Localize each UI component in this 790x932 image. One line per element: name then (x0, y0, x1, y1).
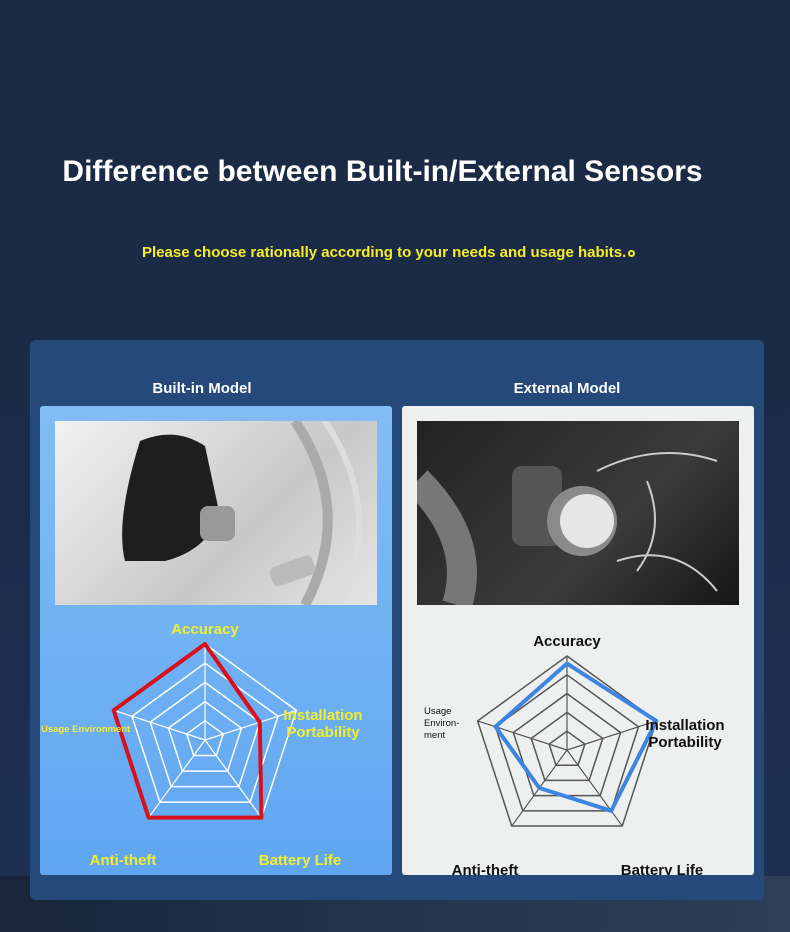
radar-axis-label: Battery Life (621, 862, 704, 875)
radar-axis-label: Anti-theft (90, 852, 157, 869)
external-sensor-photo (417, 421, 739, 605)
radar-axis-line (477, 720, 568, 751)
radar-axis-line (204, 739, 262, 819)
builtin-sensor-image (122, 421, 363, 605)
radar-series-external-model (493, 661, 659, 813)
radar-grid-ring (530, 711, 604, 782)
radar-axis-line (566, 749, 623, 827)
radar-axis-label: Battery Life (259, 852, 342, 869)
radar-grid-ring (149, 681, 261, 788)
page-subtitle: Please choose rationally according to yo… (142, 244, 636, 261)
radar-axis-label: Accuracy (171, 621, 239, 638)
subtitle-text: Please choose rationally according to yo… (142, 244, 627, 261)
radar-axis-line (148, 739, 206, 819)
radar-grid-ring (131, 662, 279, 803)
radar-axis-line (204, 709, 297, 741)
radar-axis-line (113, 709, 206, 741)
radar-grid-ring (167, 700, 243, 772)
builtin-sensor-photo (55, 421, 377, 605)
external-heading: External Model (513, 380, 621, 397)
radar-grid-ring (185, 719, 225, 757)
radar-axis-label: Anti-theft (452, 862, 519, 875)
external-sensor-image (417, 452, 718, 605)
radar-grid-ring (548, 730, 586, 766)
page-title: Difference between Built-in/External Sen… (62, 155, 703, 188)
radar-axis-label: Usage Environment (41, 724, 131, 735)
builtin-heading: Built-in Model (152, 380, 252, 397)
radar-series-built-in-model (111, 642, 264, 820)
radar-axis-label: Accuracy (533, 633, 601, 650)
dot-icon (628, 250, 636, 257)
radar-axis-line (566, 720, 657, 751)
